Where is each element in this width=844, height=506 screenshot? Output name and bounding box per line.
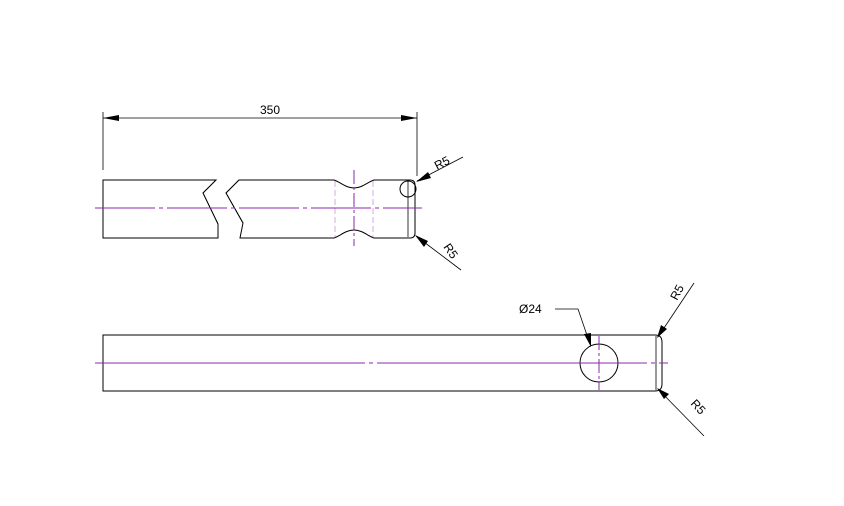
diameter-leader-line <box>555 308 591 345</box>
leader-arrow <box>657 388 669 399</box>
radius-leader-bottom-lower: R5 <box>657 388 709 437</box>
radius-leader-bottom-upper: R5 <box>657 282 695 338</box>
top-view-left-segment <box>102 179 219 239</box>
diameter-text: Ø24 <box>519 302 542 316</box>
leader-arrow <box>415 235 428 247</box>
leader-arrow <box>657 325 667 338</box>
bottom-view <box>95 334 668 392</box>
radius-text: R5 <box>667 282 687 302</box>
break-line-right <box>225 179 244 224</box>
radius-text: R5 <box>441 241 461 262</box>
dimension-350: 350 <box>102 103 418 176</box>
break-line-left <box>202 179 219 225</box>
end-hole-circle <box>399 180 417 198</box>
radius-leader-top-upper: R5 <box>416 153 464 182</box>
radius-text: R5 <box>688 396 709 417</box>
radius-text: R5 <box>432 153 452 173</box>
diameter-leader-arrow <box>584 333 591 347</box>
dimension-arrow-left <box>103 115 119 121</box>
top-view-right-segment <box>225 179 416 239</box>
leader-arrow <box>416 172 431 182</box>
diameter-leader: Ø24 <box>519 302 591 347</box>
dimension-arrow-right <box>401 115 417 121</box>
top-view <box>95 170 422 246</box>
dimension-text-350: 350 <box>260 103 280 117</box>
radius-leader-top-lower: R5 <box>415 235 462 271</box>
